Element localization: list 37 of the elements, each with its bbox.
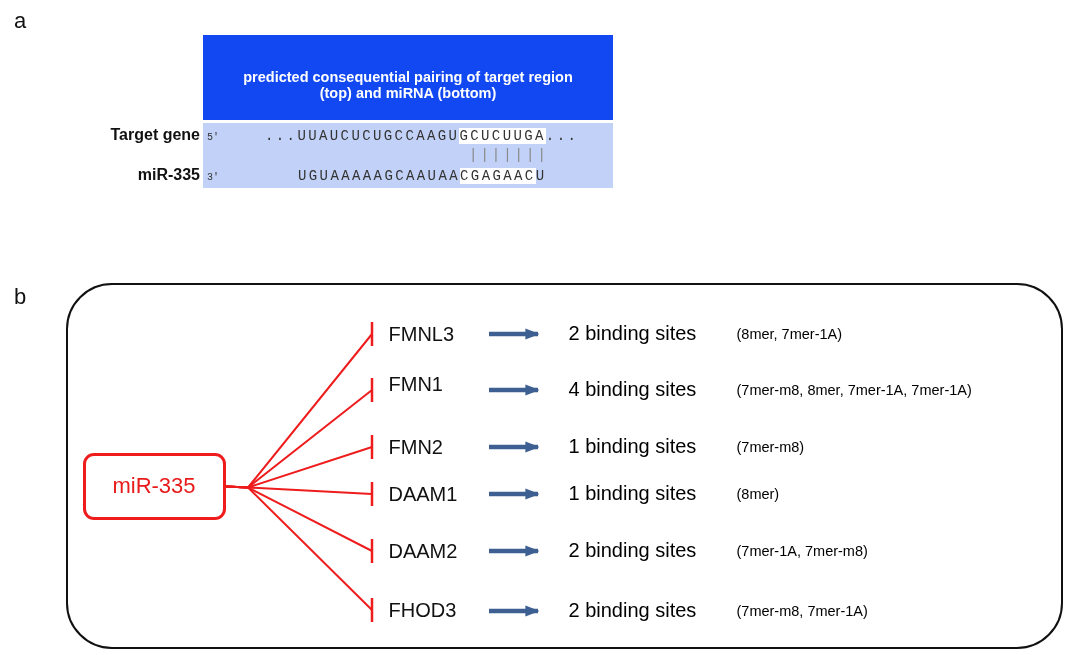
panel-frame (66, 283, 1063, 649)
rna-sequence: UGUAAAAAGCAAUAACGAGAACU (298, 167, 547, 185)
base-pair-lines: ||||||| (469, 146, 549, 164)
row-label: miR-335 (137, 166, 200, 184)
site-type-note: (7mer-m8, 8mer, 7mer-1A, 7mer-1A) (736, 381, 972, 398)
arrow (489, 605, 540, 617)
arrow (489, 441, 540, 453)
arrow (489, 384, 540, 396)
gene-label: FMN1 (371, 367, 484, 400)
binding-site-count: 1 binding sites (568, 482, 698, 505)
row-label: Target gene (110, 126, 200, 144)
gene-label: DAAM1 (371, 477, 484, 510)
strand-end-label: 5' (207, 131, 219, 145)
panel-letter: a (14, 8, 27, 34)
panel-letter: b (14, 284, 27, 310)
site-type-note: (8mer) (736, 485, 780, 502)
gene-label: FHOD3 (371, 593, 484, 626)
gene-label: FMNL3 (371, 317, 484, 350)
arrow (489, 328, 540, 340)
arrow (489, 488, 540, 500)
gene-label: DAAM2 (371, 534, 484, 567)
binding-site-count: 1 binding sites (568, 435, 698, 458)
sequence-panel (203, 123, 613, 188)
site-type-note: (8mer, 7mer-1A) (736, 325, 843, 342)
site-type-note: (7mer-m8, 7mer-1A) (736, 602, 868, 619)
binding-site-count: 2 binding sites (568, 539, 698, 562)
binding-site-count: 2 binding sites (568, 599, 698, 622)
site-type-note: (7mer-1A, 7mer-m8) (736, 542, 868, 559)
arrow (489, 545, 540, 557)
inhibition-line (225, 485, 374, 624)
strand-end-label: 3' (207, 171, 219, 185)
gene-label: FMN2 (371, 430, 484, 463)
binding-site-count: 4 binding sites (568, 378, 698, 401)
mirna-box: miR-335 (82, 452, 226, 520)
table-header: predicted consequential pairing of target region (top) and miRNA (bottom) (203, 35, 613, 120)
site-type-note: (7mer-m8) (736, 438, 805, 455)
binding-site-count: 2 binding sites (568, 322, 698, 345)
